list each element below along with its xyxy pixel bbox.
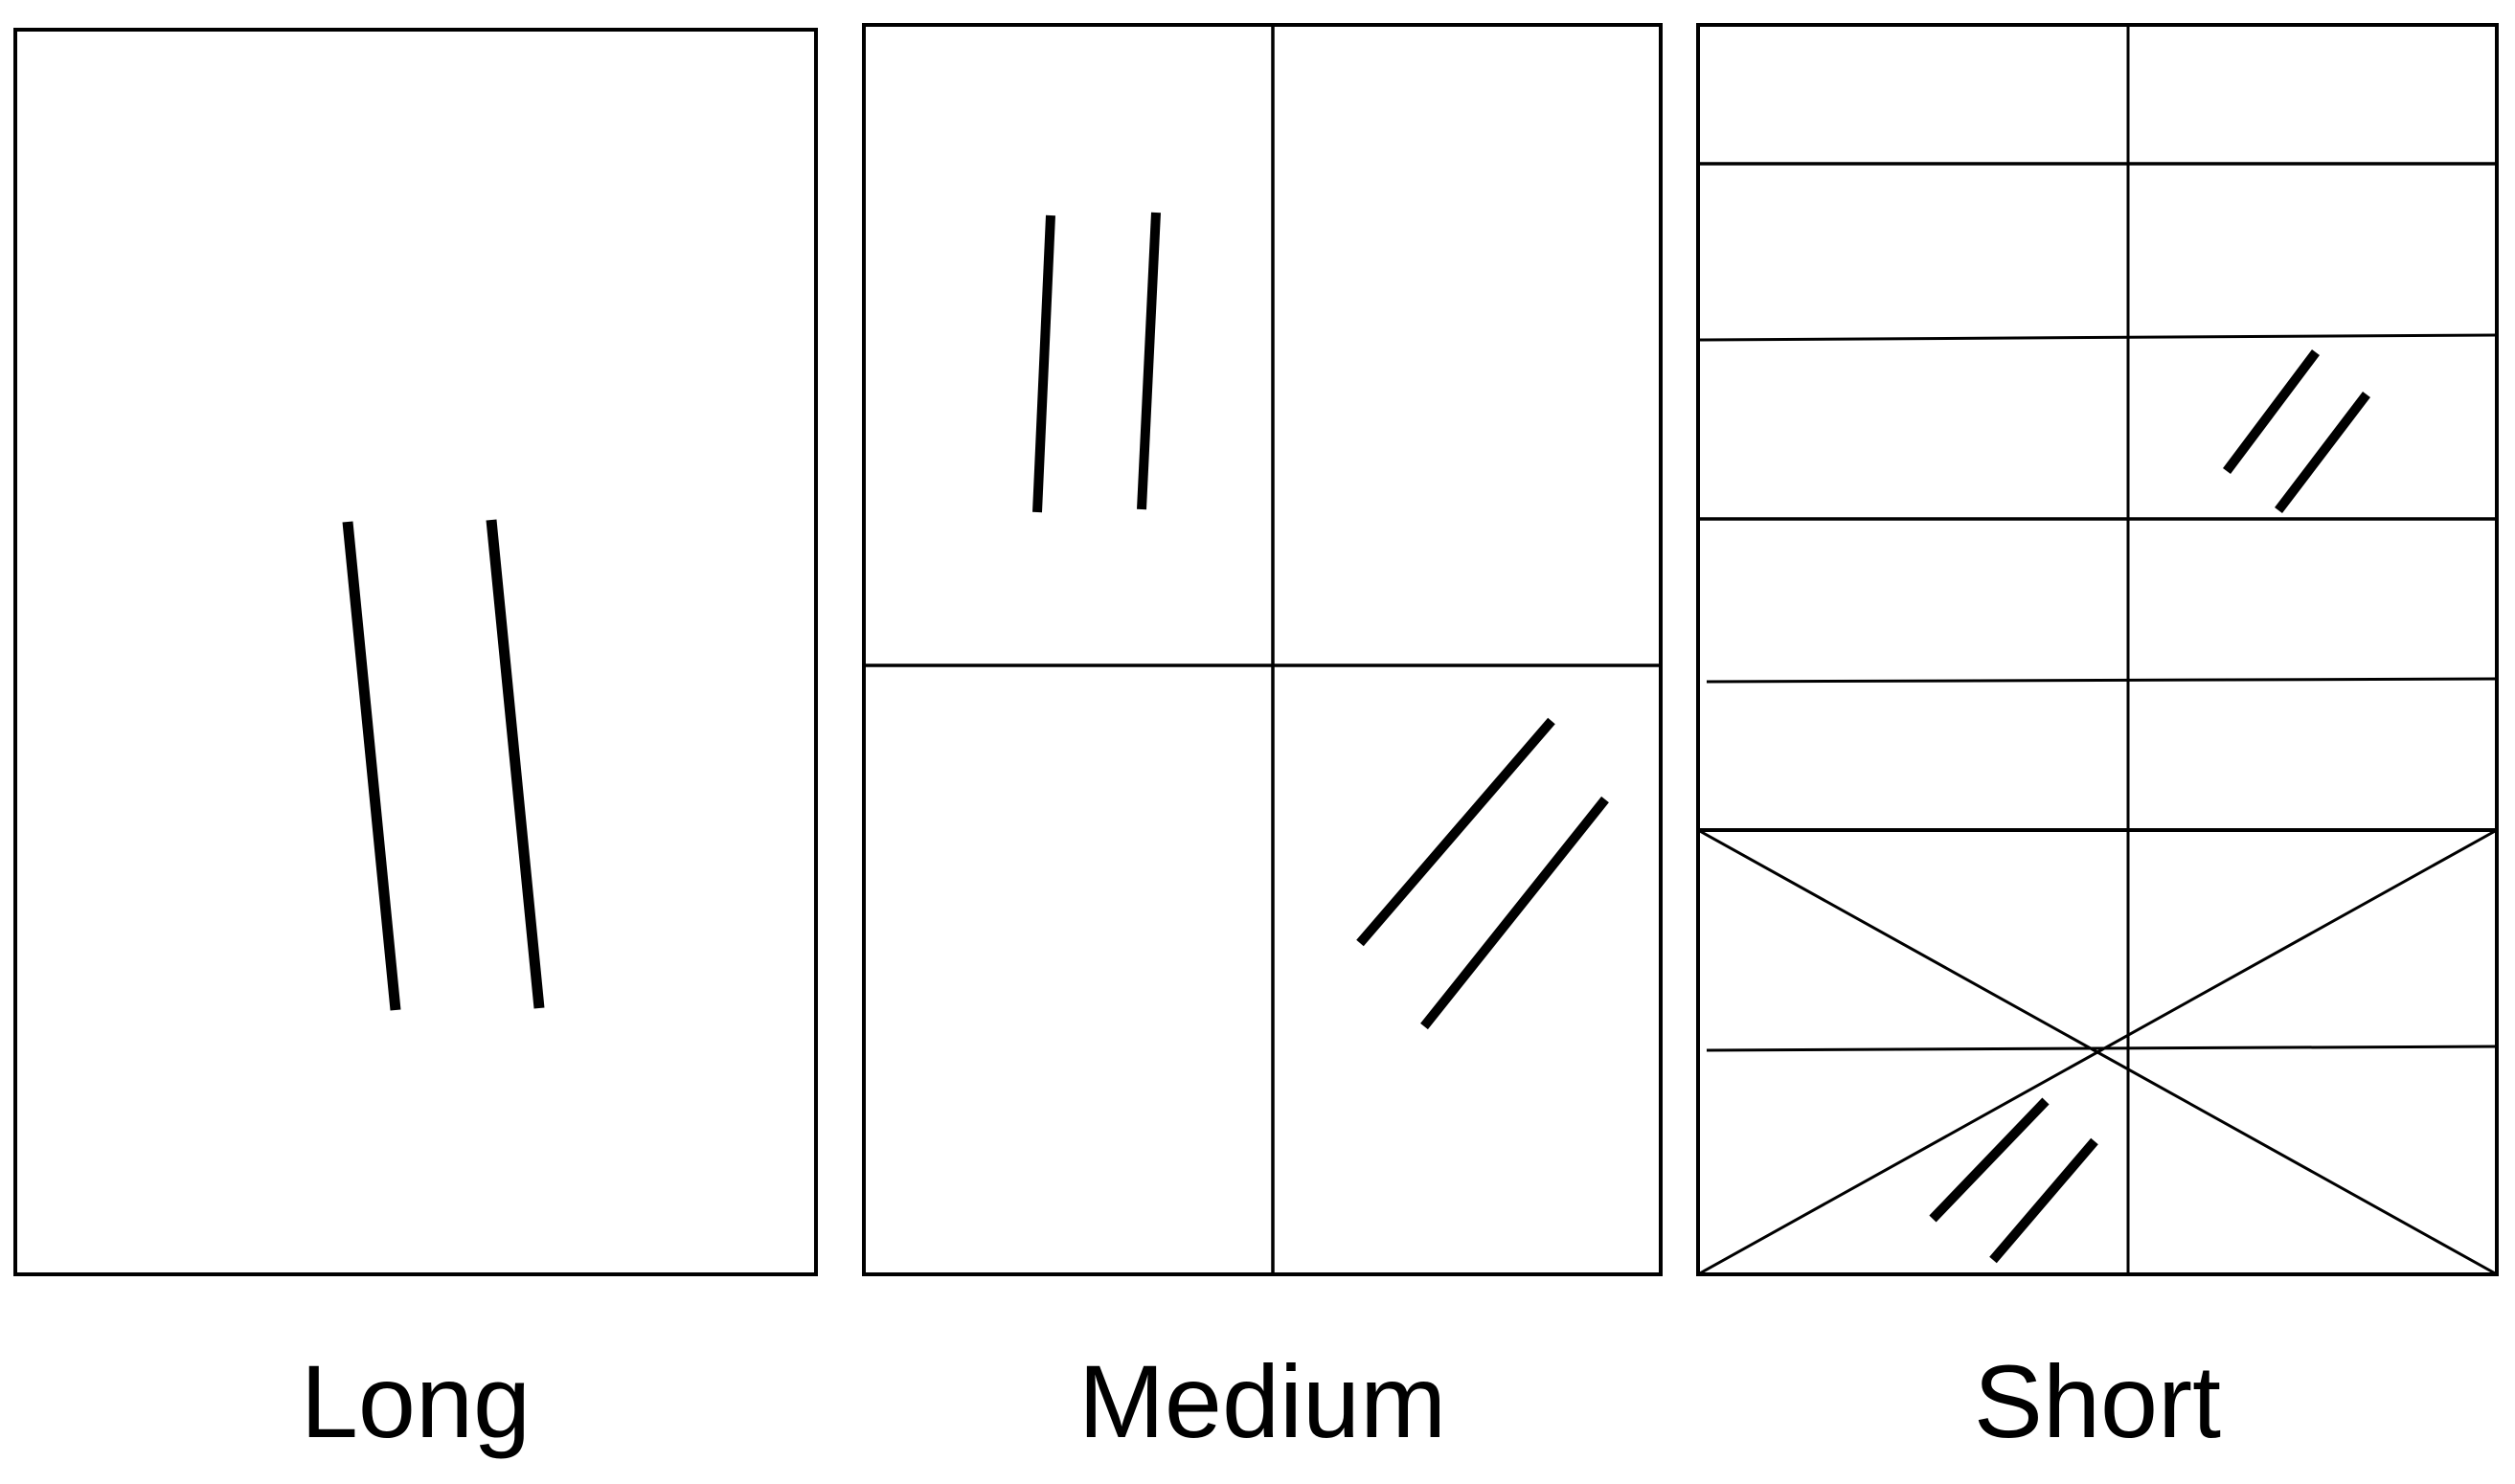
- panel-long: [13, 28, 818, 1276]
- panel-medium: [862, 23, 1663, 1276]
- mark-line-medium-1: [1032, 214, 1055, 513]
- panel-long-marks: [342, 519, 545, 1011]
- panel-medium-marks-bottom-right: [1356, 717, 1609, 1030]
- mark-line-long-2: [486, 519, 545, 1009]
- mark-line-short-2: [2275, 391, 2370, 514]
- mark-line-short-4: [1989, 1137, 2098, 1264]
- mark-line-medium-3: [1356, 717, 1555, 947]
- panel-medium-marks-top-left: [1032, 212, 1161, 513]
- panel-label-long: Long: [300, 1343, 532, 1459]
- panel-long-frame: [13, 28, 818, 1276]
- panel-label-medium: Medium: [1077, 1343, 1447, 1459]
- mark-line-long-1: [342, 521, 401, 1011]
- gridline-horizontal-2: [1697, 333, 2498, 342]
- panel-short-marks-lower-left: [1929, 1097, 2098, 1264]
- panel-short-marks-upper-right: [2223, 349, 2370, 514]
- mark-line-short-1: [2223, 349, 2320, 474]
- panel-short: [1696, 23, 2499, 1276]
- panel-label-short: Short: [1973, 1343, 2222, 1459]
- gridline-horizontal-4: [1706, 677, 2498, 684]
- panel-medium-gridlines: [864, 25, 1661, 1274]
- mark-line-short-3: [1929, 1097, 2050, 1223]
- panel-short-frame: [1696, 23, 2499, 1276]
- gridline-diagonal-up: [1697, 828, 2498, 1276]
- panel-medium-frame: [862, 23, 1663, 1276]
- panel-short-gridlines: [1697, 25, 2498, 1276]
- mark-line-medium-2: [1137, 212, 1161, 510]
- mark-line-medium-4: [1420, 796, 1609, 1030]
